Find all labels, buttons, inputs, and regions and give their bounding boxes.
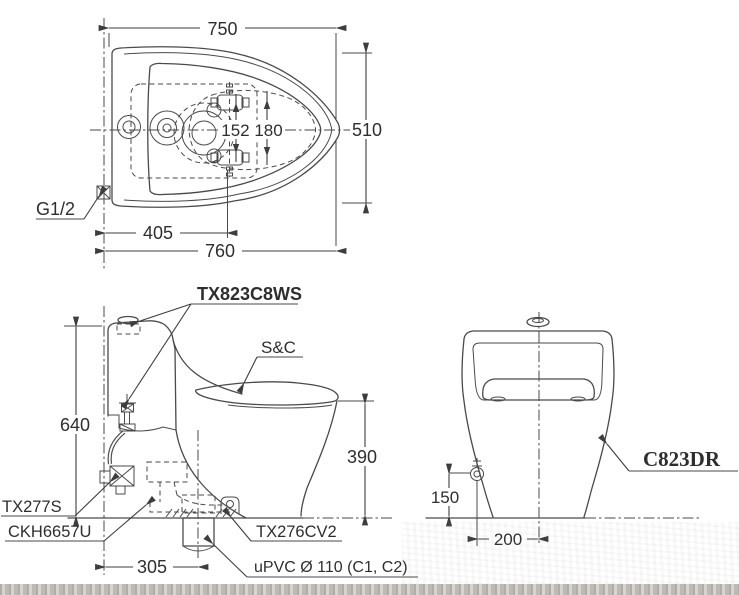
seat-rear: [482, 378, 595, 401]
seat-bumper: [570, 396, 586, 402]
dim-305: 305: [137, 557, 167, 577]
label-c823dr: C823DR: [643, 447, 721, 471]
outlet-pipe: [182, 517, 215, 552]
dim-390: 390: [347, 447, 377, 467]
toilet-rear-right-profile: [583, 338, 615, 518]
tank-top-edge: [463, 330, 613, 340]
dim-760: 760: [205, 241, 235, 261]
flange-leader: [221, 507, 342, 542]
top-view: 750 510 152 180 405 760 G1/2: [36, 18, 384, 270]
toilet-top-outline: [111, 46, 341, 208]
label-tx823c8ws: TX823C8WS: [197, 284, 302, 304]
seat-leader: [236, 356, 303, 394]
flange-part: [220, 496, 240, 514]
g12-leader: [36, 185, 108, 220]
stop-valve: [99, 465, 135, 495]
fill-valve: [119, 394, 136, 432]
label-sc: S&C: [261, 338, 296, 357]
bottom-scan-band: [0, 584, 739, 595]
pedestal-front-curve: [175, 429, 247, 519]
label-ckh6657u: CKH6657U: [8, 523, 91, 541]
flange-hatch: [165, 508, 237, 518]
label-g12: G1/2: [36, 199, 75, 219]
dim-150: 150: [431, 488, 459, 507]
supply-hose-core: [108, 431, 125, 465]
outlet-pipe-leader: [203, 534, 418, 578]
flush-button-dashed: [116, 323, 141, 335]
toilet-rear-left-profile: [461, 338, 494, 518]
toilet-side-profile: [107, 320, 177, 431]
flush-button-inner: [532, 318, 544, 323]
seat-cover-side: [194, 381, 339, 406]
seat-bumper: [490, 396, 506, 402]
hose-leader: [5, 495, 156, 542]
dim-405: 405: [143, 223, 173, 243]
label-upvc-outlet: uPVC Ø 110 (C1, C2): [254, 559, 408, 576]
trapway-dashed: [146, 461, 232, 514]
rear-view: 150 200 C823DR: [425, 312, 738, 549]
bowl-back-line: [108, 414, 177, 432]
tank-dashed-rect: [130, 83, 258, 179]
flush-button-rear: [526, 316, 550, 328]
dim-510: 510: [352, 120, 382, 140]
rear-model-leader: [598, 433, 738, 472]
dim-152-180: 152 180: [221, 121, 282, 140]
pedestal-rear-curve: [300, 400, 338, 517]
label-tx276cv2: TX276CV2: [256, 523, 337, 541]
tank-to-seat-curve: [172, 339, 243, 395]
supply-valve-rear: [470, 458, 484, 546]
dim-200: 200: [494, 530, 522, 549]
tank-front-panel: [472, 342, 604, 401]
bowl-rim-line: [227, 404, 333, 409]
label-tx277s: TX277S: [2, 498, 62, 516]
dim-640: 640: [60, 415, 90, 435]
paper-noise-texture: [402, 522, 739, 584]
model-leader: [120, 303, 298, 410]
dim-750: 750: [207, 19, 237, 39]
seat-lid-outline: [147, 62, 322, 196]
side-view: TX823C8WS S&C 640 390 305 TX277S CKH6657…: [1, 284, 418, 578]
stop-valve-leader: [1, 472, 120, 517]
